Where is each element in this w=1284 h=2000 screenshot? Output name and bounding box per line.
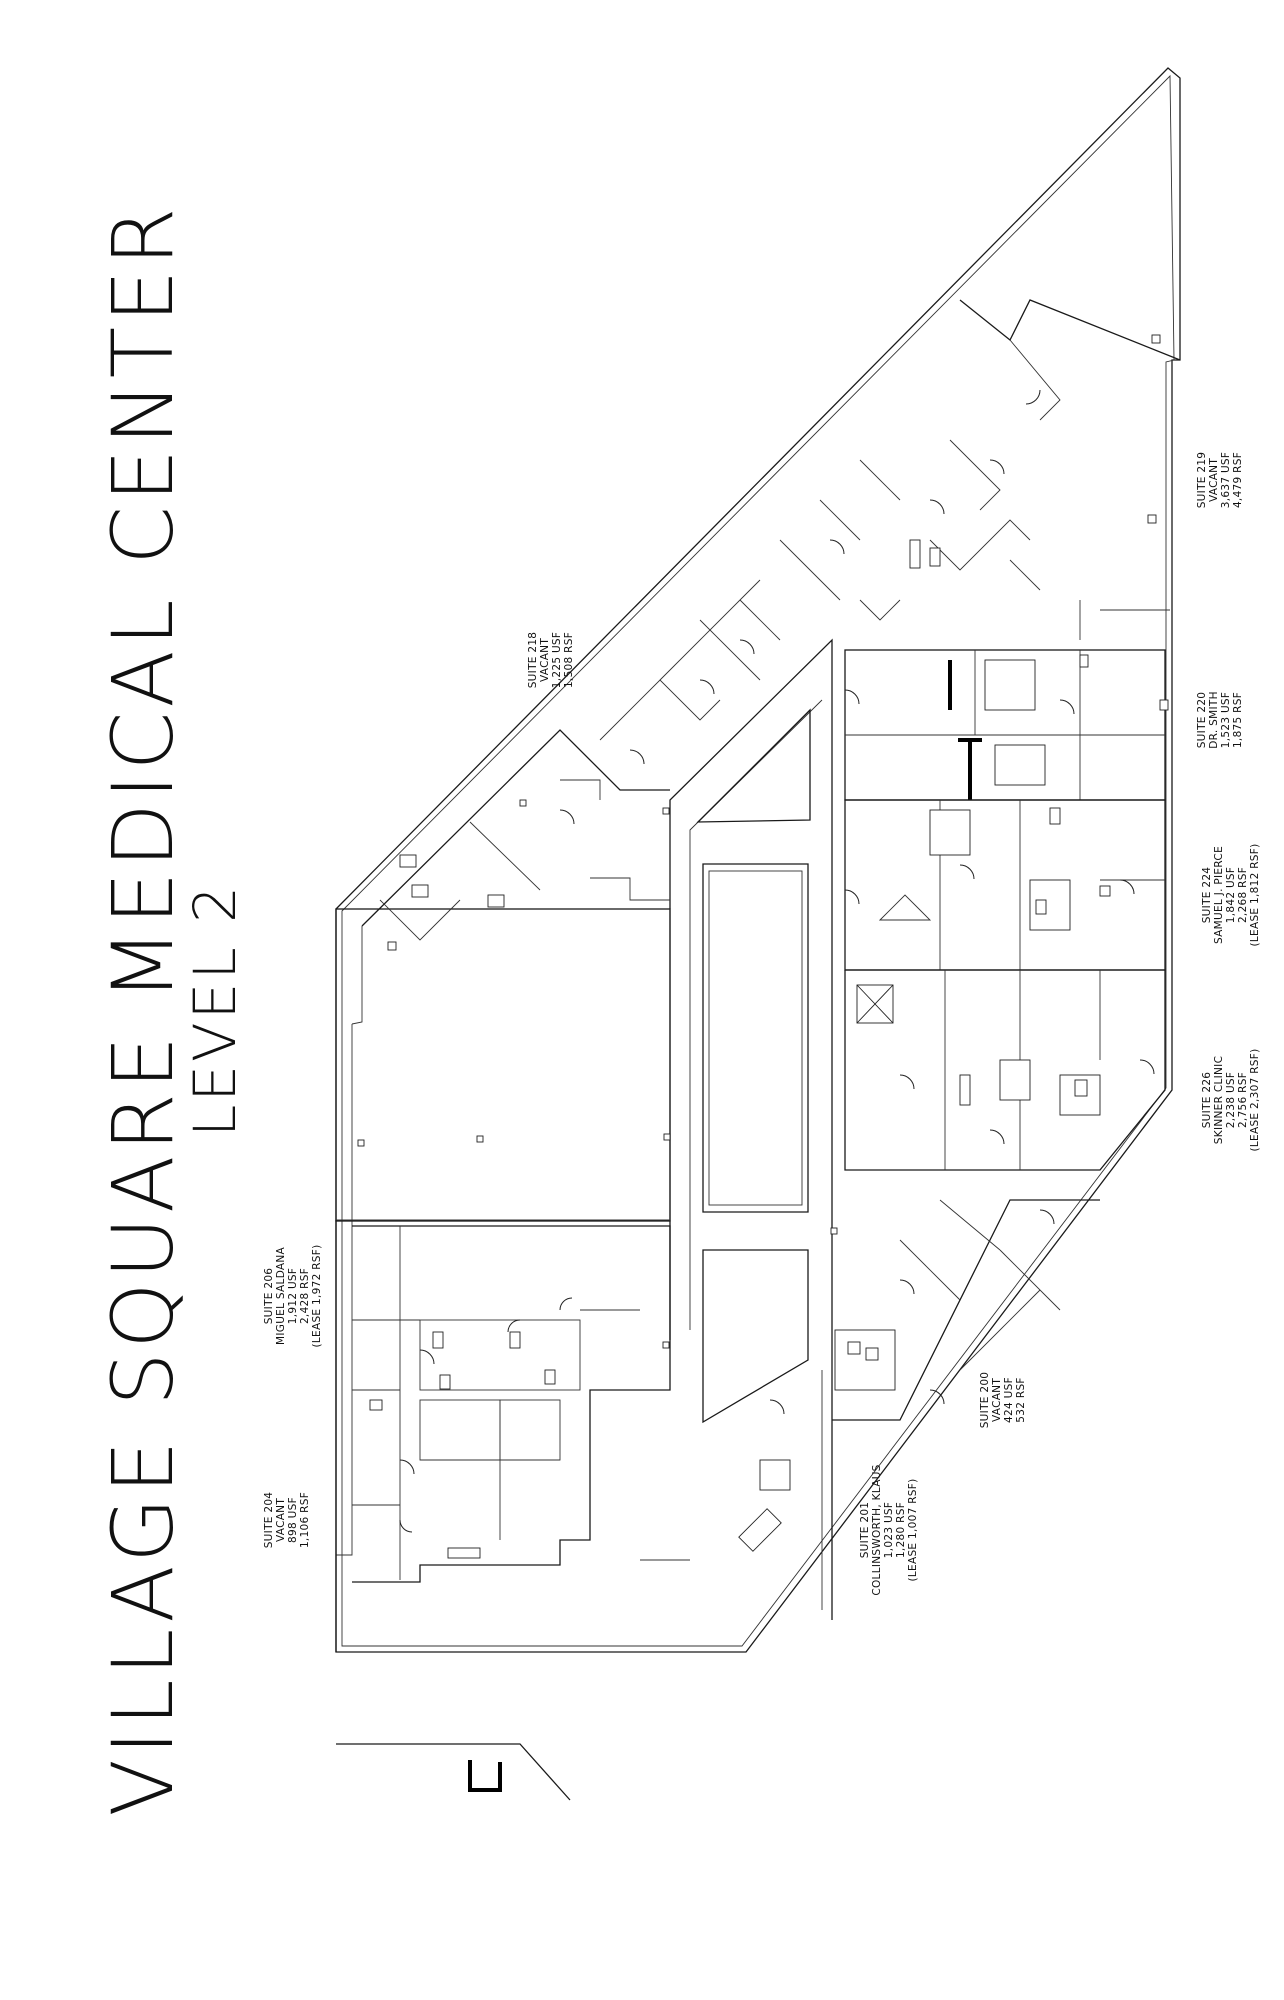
- label-suite-219: SUITE 219 VACANT 3,637 USF 4,479 RSF: [1196, 452, 1244, 509]
- suite-201-lease: (LEASE 1,007 RSF): [907, 1479, 919, 1582]
- suite-200-rsf: 532 RSF: [1015, 1377, 1027, 1422]
- suite-219-number: SUITE 219: [1196, 452, 1208, 509]
- suite-204-tenant: VACANT: [275, 1498, 287, 1542]
- suite-224-rsf: 2,268 RSF: [1237, 867, 1249, 923]
- suite-219-tenant: VACANT: [1208, 458, 1220, 502]
- label-suite-220: SUITE 220 DR. SMITH 1,523 USF 1,875 RSF: [1196, 691, 1244, 749]
- suite-220-number: SUITE 220: [1196, 692, 1208, 749]
- suite-219-rooms: [859, 299, 1181, 640]
- plan-level: LEVEL 2: [181, 883, 249, 1137]
- suite-219-rsf: 4,479 RSF: [1232, 452, 1244, 508]
- suite-206-usf: 1,912 USF: [287, 1268, 299, 1325]
- label-suite-224: SUITE 224 SAMUEL J. PIERCE 1,842 USF 2,2…: [1201, 844, 1261, 947]
- label-suite-218: SUITE 218 VACANT 1,225 USF 1,508 RSF: [527, 632, 575, 689]
- suite-206-tenant: MIGUEL SALDANA: [275, 1246, 287, 1345]
- label-suite-226: SUITE 226 SKINNER CLINIC 2,238 USF 2,756…: [1201, 1049, 1261, 1152]
- suite-200-201-rooms: [738, 1199, 1100, 1552]
- suite-201-rsf: 1,280 RSF: [895, 1502, 907, 1558]
- suite-224-number: SUITE 224: [1201, 867, 1213, 924]
- suite-218-rsf: 1,508 RSF: [563, 632, 575, 688]
- suite-201-tenant: COLLINSWORTH, KLAUS: [871, 1464, 883, 1595]
- label-suite-201: SUITE 201 COLLINSWORTH, KLAUS 1,023 USF …: [859, 1464, 919, 1595]
- suite-226-rsf: 2,756 RSF: [1237, 1072, 1249, 1128]
- suite-labels: SUITE 218 VACANT 1,225 USF 1,508 RSF SUI…: [263, 452, 1261, 1596]
- suite-220-rooms: [844, 649, 1169, 801]
- suite-204-usf: 898 USF: [287, 1497, 299, 1543]
- suite-200-tenant: VACANT: [991, 1378, 1003, 1422]
- label-suite-200: SUITE 200 VACANT 424 USF 532 RSF: [979, 1372, 1027, 1429]
- suite-226-number: SUITE 226: [1201, 1072, 1213, 1129]
- suite-224-lease: (LEASE 1,812 RSF): [1249, 844, 1261, 947]
- plan-title: VILLAGE SQUARE MEDICAL CENTER: [94, 203, 192, 1816]
- suite-226-tenant: SKINNER CLINIC: [1213, 1056, 1225, 1144]
- open-space: [335, 908, 671, 1222]
- suite-204-number: SUITE 204: [263, 1492, 275, 1549]
- suite-224-rooms: [844, 799, 1166, 971]
- suite-206-lease: (LEASE 1,972 RSF): [311, 1245, 323, 1348]
- suite-226-rooms: [844, 969, 1166, 1171]
- suite-218-usf: 1,225 USF: [551, 632, 563, 689]
- suite-218-tenant: VACANT: [539, 638, 551, 682]
- suite-206-number: SUITE 206: [263, 1268, 275, 1325]
- plan-title-block: VILLAGE SQUARE MEDICAL CENTER LEVEL 2: [94, 203, 249, 1816]
- suite-220-usf: 1,523 USF: [1220, 692, 1232, 749]
- label-suite-206: SUITE 206 MIGUEL SALDANA 1,912 USF 2,428…: [263, 1245, 323, 1348]
- suite-224-tenant: SAMUEL J. PIERCE: [1213, 846, 1225, 944]
- suite-206-rsf: 2,428 RSF: [299, 1268, 311, 1324]
- label-suite-204: SUITE 204 VACANT 898 USF 1,106 RSF: [263, 1492, 311, 1549]
- main-corridor: [662, 638, 838, 1620]
- building-outline: [335, 67, 1181, 1653]
- suite-220-tenant: DR. SMITH: [1208, 691, 1220, 749]
- suite-200-number: SUITE 200: [979, 1372, 991, 1429]
- suite-201-usf: 1,023 USF: [883, 1502, 895, 1559]
- suite-204-206-rooms: [335, 1220, 671, 1652]
- suite-218-rooms: [361, 459, 901, 951]
- suite-226-lease: (LEASE 2,307 RSF): [1249, 1049, 1261, 1152]
- lower-left-rooms: [336, 1559, 690, 1801]
- suite-200-usf: 424 USF: [1003, 1377, 1015, 1423]
- suite-224-usf: 1,842 USF: [1225, 867, 1237, 924]
- suite-219-usf: 3,637 USF: [1220, 452, 1232, 509]
- suite-201-number: SUITE 201: [859, 1502, 871, 1559]
- suite-204-rsf: 1,106 RSF: [299, 1492, 311, 1548]
- suite-218-number: SUITE 218: [527, 632, 539, 689]
- suite-220-rsf: 1,875 RSF: [1232, 692, 1244, 748]
- suite-226-usf: 2,238 USF: [1225, 1072, 1237, 1129]
